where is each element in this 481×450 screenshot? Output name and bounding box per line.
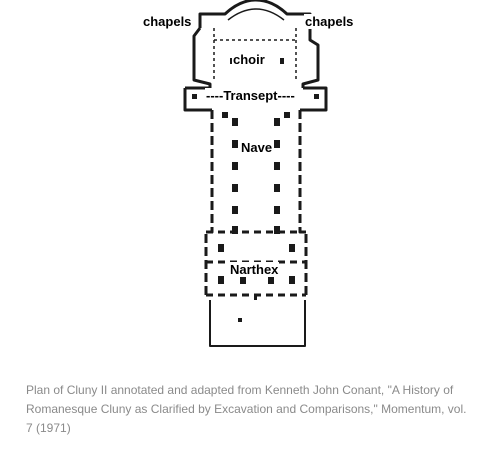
label-nave: Nave — [240, 140, 274, 155]
atrium-wall — [209, 300, 306, 347]
label-chapels-right: chapels — [304, 14, 355, 29]
nave-wall-right — [298, 110, 308, 295]
apse-wall — [198, 0, 320, 88]
apse-wall-left — [192, 27, 212, 88]
label-chapels-left: chapels — [142, 14, 193, 29]
choir-inner — [213, 8, 297, 82]
church-floor-plan — [183, 0, 328, 347]
label-transept: ----Transept---- — [205, 88, 296, 103]
nave-wall-left — [204, 110, 214, 295]
figure-caption: Plan of Cluny II annotated and adapted f… — [26, 383, 467, 435]
label-narthex: Narthex — [229, 262, 280, 277]
nave-piers — [218, 112, 295, 322]
label-choir: choir — [232, 52, 266, 67]
